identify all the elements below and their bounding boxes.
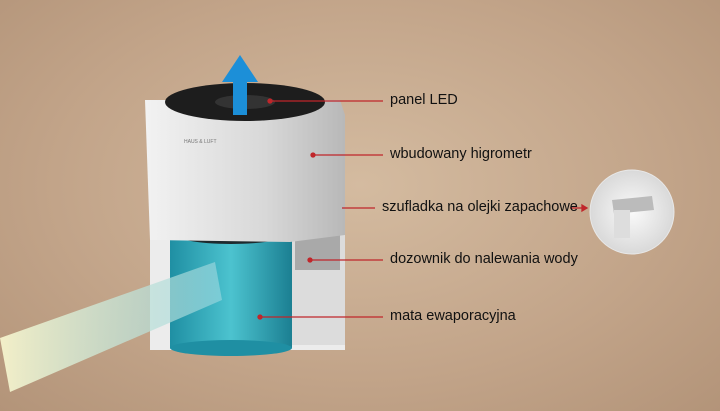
airflow-up-arrow-icon (222, 55, 258, 115)
label-water-dispenser: dozownik do nalewania wody (390, 251, 578, 267)
airflow-stream (0, 262, 222, 392)
leader-lines (257, 98, 589, 320)
oil-drawer-inset (589, 169, 675, 255)
label-oil-drawer: szufladka na olejki zapachowe (382, 199, 578, 215)
brand-logo: HAUS & LUFT (184, 139, 217, 145)
label-hygrometer: wbudowany higrometr (390, 146, 532, 162)
label-panel-led: panel LED (390, 92, 458, 108)
label-evaporative-mat: mata ewaporacyjna (390, 308, 516, 324)
